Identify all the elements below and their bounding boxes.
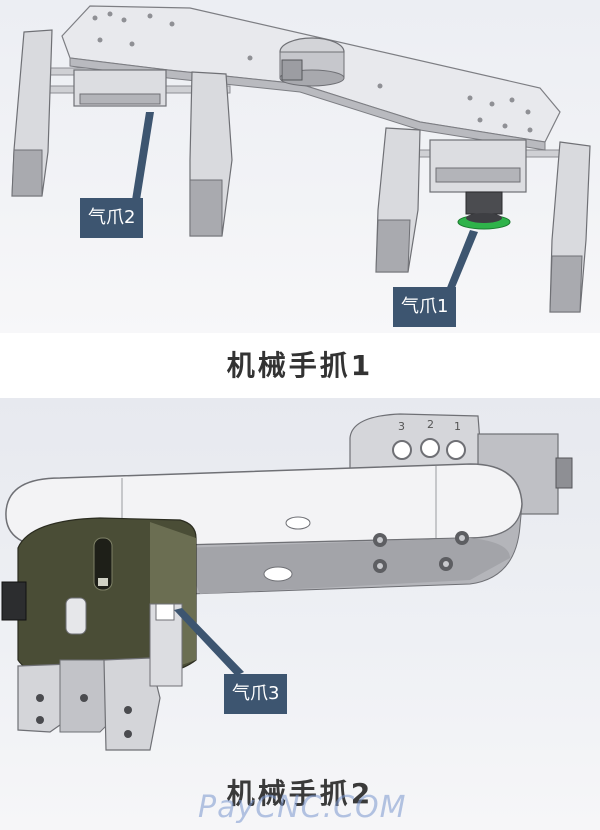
finger-pin — [65, 597, 87, 635]
rear-flange — [349, 413, 483, 471]
rear-connector — [555, 457, 573, 489]
finger-plate-window — [155, 603, 175, 621]
gripper1-cylinder — [429, 139, 527, 193]
flange-number-2: 2 — [427, 418, 434, 431]
gripper2-cylinder-slot — [79, 93, 161, 105]
beam-holes — [92, 11, 533, 133]
gripper1-nozzle — [465, 191, 503, 215]
label-gripper3: 气爪3 — [224, 674, 288, 714]
label-gripper1: 气爪1 — [393, 287, 457, 327]
left-outer-finger-tip — [11, 149, 43, 197]
watermark: PayCNC.COM — [198, 790, 407, 825]
label-gripper2: 气爪2 — [80, 198, 144, 238]
gripper1-drawing — [11, 5, 591, 313]
gripper1-cylinder-slot — [435, 167, 521, 183]
nozzle-bottom — [466, 213, 502, 223]
leader-line-gripper1 — [446, 230, 478, 290]
side-bracket — [1, 581, 27, 621]
arm-holes — [263, 516, 469, 582]
leader-line-gripper3 — [174, 608, 244, 676]
caption-gripper1: 机械手抓1 — [226, 349, 374, 382]
flange-number-3: 3 — [398, 420, 405, 433]
right-outer-finger-tip — [549, 255, 583, 313]
left-inner-finger-tip — [189, 179, 223, 237]
gripper2-drawing: 3 2 1 — [1, 413, 573, 751]
center-connector — [281, 59, 303, 81]
jaw-bolts — [36, 694, 132, 738]
caption-gripper2: 机械手抓2 — [226, 777, 374, 810]
right-inner-finger-tip — [375, 219, 411, 273]
flange-holes — [392, 438, 466, 460]
flange-number-1: 1 — [454, 420, 461, 433]
cylinder-port-slot — [93, 537, 113, 591]
jaw-right — [103, 657, 161, 751]
leader-line-gripper2 — [132, 112, 154, 200]
arm-plate-shadow — [180, 538, 510, 594]
cylinder-port-marker — [98, 578, 108, 586]
gripper2-illustration: 3 2 1 — [0, 398, 600, 830]
gripper1-illustration: 气爪2 气爪1 — [0, 0, 600, 333]
